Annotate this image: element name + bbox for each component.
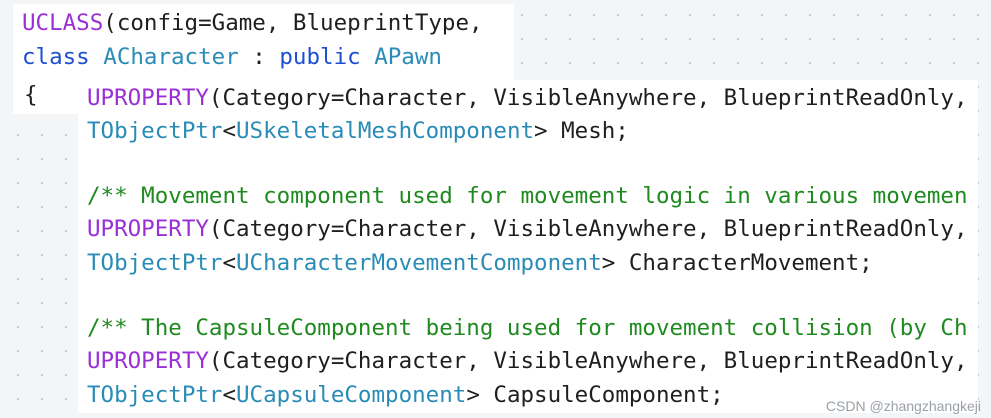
- code-line-comment-movement: /** Movement component used for movement…: [87, 181, 968, 211]
- tobjectptr-type: TObjectPtr: [87, 382, 223, 408]
- template-arg-type: UCharacterMovementComponent: [236, 250, 602, 276]
- template-arg-type: UCapsuleComponent: [236, 382, 467, 408]
- code-line-class-decl: class ACharacter : public APawn: [22, 42, 442, 72]
- template-arg-type: USkeletalMeshComponent: [236, 118, 535, 144]
- template-open: <: [222, 382, 237, 408]
- member-name: > CapsuleComponent;: [466, 382, 724, 408]
- tobjectptr-type: TObjectPtr: [87, 118, 223, 144]
- code-line-uproperty-1: UPROPERTY(Category=Character, VisibleAny…: [87, 83, 968, 113]
- member-name: > CharacterMovement;: [601, 250, 873, 276]
- code-line-uclass: UCLASS(config=Game, BlueprintType,: [22, 8, 483, 38]
- uproperty-args: (Category=Character, VisibleAnywhere, Bl…: [208, 85, 968, 111]
- uproperty-args: (Category=Character, VisibleAnywhere, Bl…: [208, 216, 968, 242]
- code-line-capsule-decl: TObjectPtr<UCapsuleComponent> CapsuleCom…: [87, 380, 724, 410]
- doc-comment: /** The CapsuleComponent being used for …: [87, 315, 968, 341]
- base-class-name: APawn: [374, 44, 442, 70]
- uproperty-args: (Category=Character, VisibleAnywhere, Bl…: [208, 348, 968, 374]
- csdn-watermark: CSDN @zhangzhangkeji: [825, 398, 981, 414]
- uclass-macro: UCLASS: [22, 10, 104, 36]
- tobjectptr-type: TObjectPtr: [87, 250, 223, 276]
- code-line-mesh-decl: TObjectPtr<USkeletalMeshComponent> Mesh;: [87, 116, 629, 146]
- doc-comment: /** Movement component used for movement…: [87, 183, 968, 209]
- code-panel-main: [78, 80, 978, 413]
- uproperty-macro: UPROPERTY: [87, 216, 209, 242]
- open-brace: {: [24, 82, 38, 108]
- code-line-open-brace: {: [24, 80, 38, 110]
- class-keyword: class: [22, 44, 90, 70]
- code-line-comment-capsule: /** The CapsuleComponent being used for …: [87, 313, 968, 343]
- uproperty-macro: UPROPERTY: [87, 85, 209, 111]
- template-open: <: [222, 118, 237, 144]
- code-line-movement-decl: TObjectPtr<UCharacterMovementComponent> …: [87, 248, 873, 278]
- template-open: <: [222, 250, 237, 276]
- uproperty-macro: UPROPERTY: [87, 348, 209, 374]
- code-line-uproperty-2: UPROPERTY(Category=Character, VisibleAny…: [87, 214, 968, 244]
- public-keyword: public: [279, 44, 361, 70]
- code-line-uproperty-3: UPROPERTY(Category=Character, VisibleAny…: [87, 346, 968, 376]
- member-name: > Mesh;: [534, 118, 629, 144]
- class-name: ACharacter: [103, 44, 239, 70]
- uclass-args: (config=Game, BlueprintType,: [103, 10, 483, 36]
- inheritance-colon: :: [238, 44, 280, 70]
